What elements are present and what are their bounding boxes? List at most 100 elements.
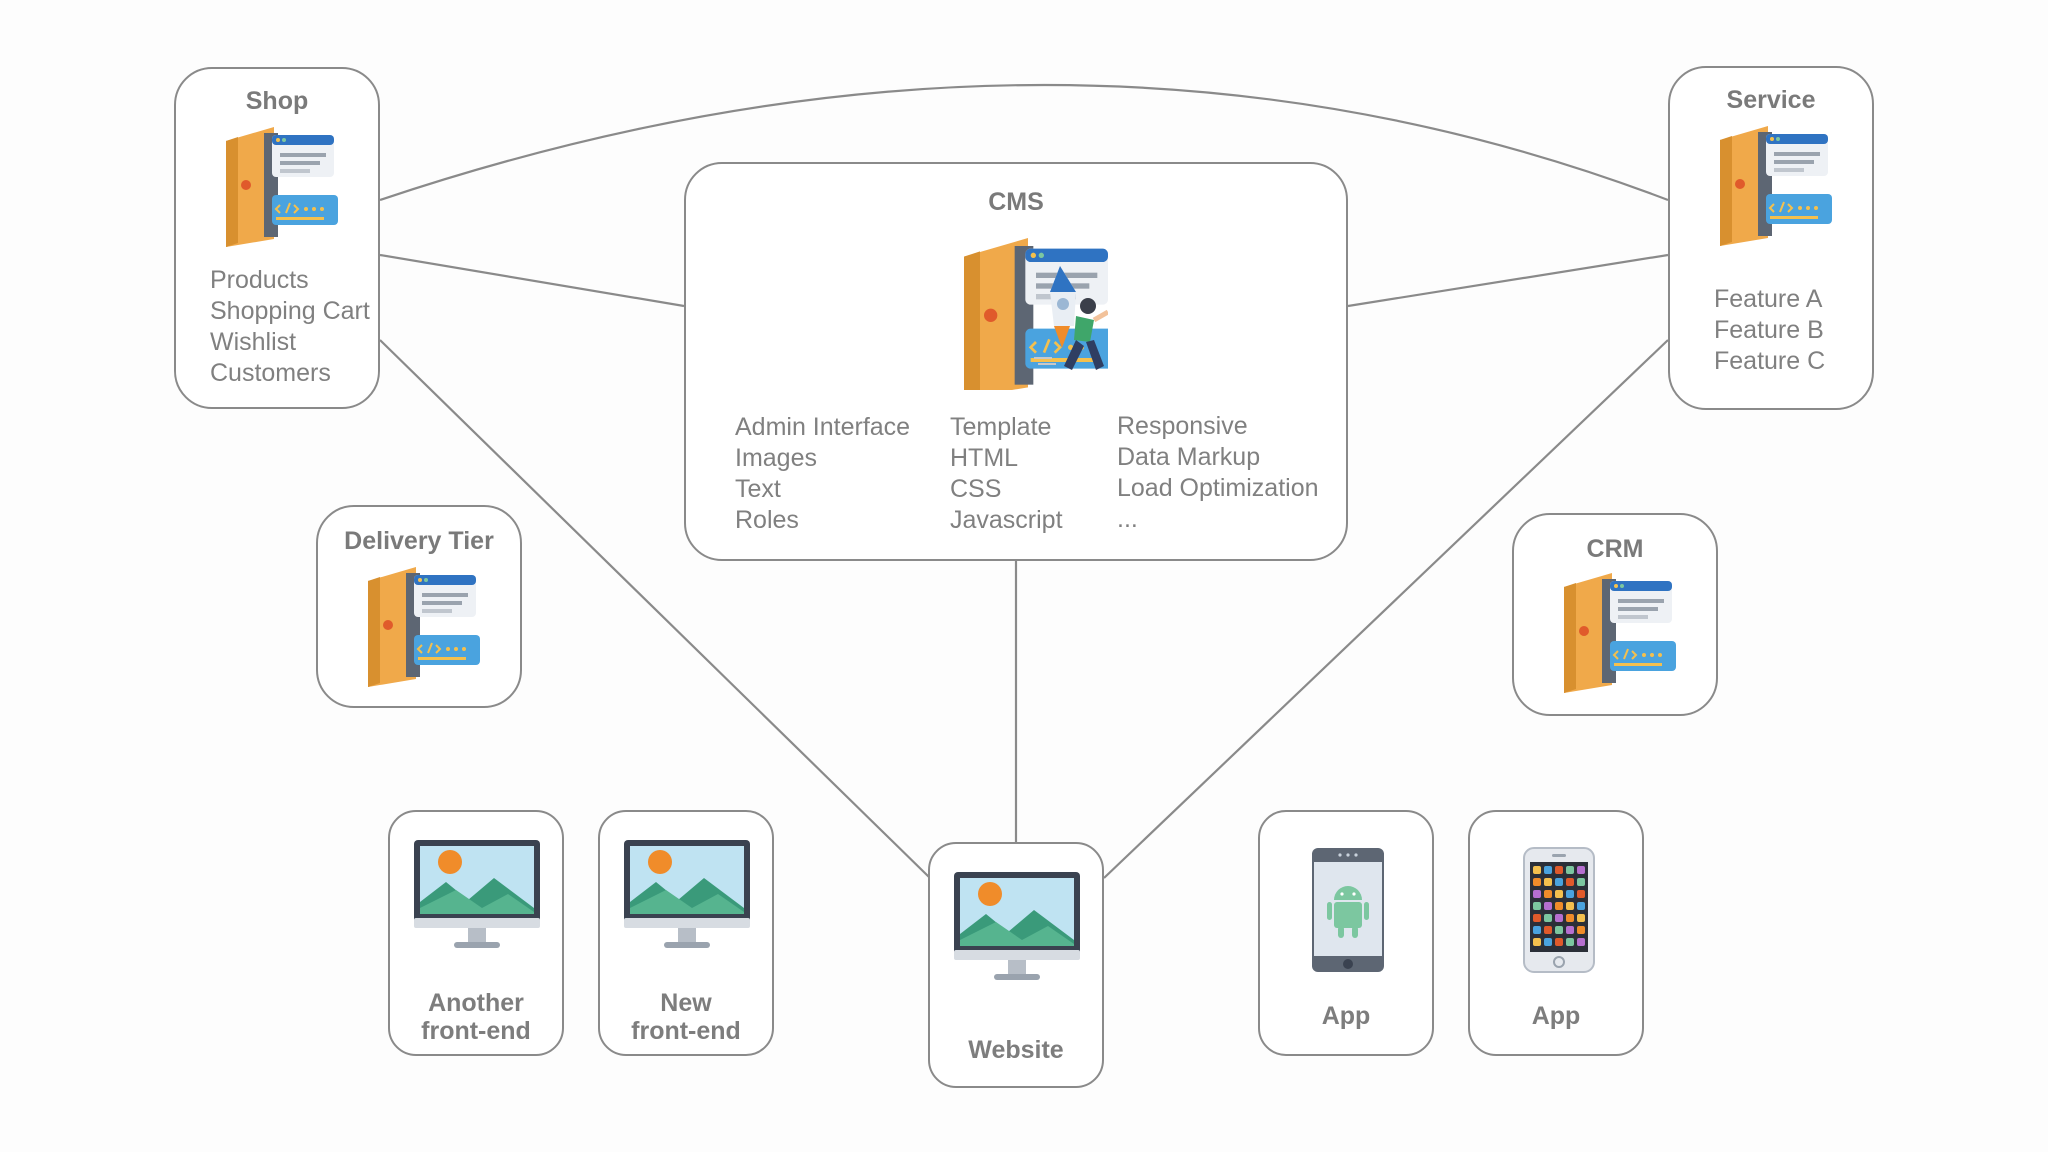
delivery-tier-title: Delivery Tier [344,527,494,555]
app-tile [1555,914,1563,922]
app-tile [1577,890,1585,898]
list-item: Products [210,266,309,294]
connector-cms-service [1347,253,1669,308]
app-tile [1533,926,1541,934]
list-item: Load Optimization [1117,474,1319,502]
shop-title: Shop [245,87,309,115]
list-item: Admin Interface [735,413,911,441]
monitor-landscape-icon [952,870,1082,990]
android-app-label: App [1321,1002,1371,1030]
list-item: Template [950,413,1052,441]
app-tile [1555,890,1563,898]
app-tile [1544,866,1552,874]
list-item: ... [1117,505,1138,533]
monitor-landscape-icon [622,838,752,958]
list-item: Wishlist [210,328,297,356]
connector-shop-service [379,83,1669,202]
app-tile [1533,890,1541,898]
app-tile [1544,926,1552,934]
app-tile [1566,938,1574,946]
android-phone-icon [1312,848,1384,972]
list-item: Images [735,444,817,472]
app-tile [1577,866,1585,874]
new-frontend-label: New front-end [600,989,772,1045]
ios-app-label: App [1531,1002,1581,1030]
connector-shop-website [379,339,931,879]
shop-item-list: Products Shopping Cart Wishlist Customer… [210,265,370,389]
app-tile [1577,938,1585,946]
app-tile [1555,866,1563,874]
app-tile [1544,902,1552,910]
website-label: Website [968,1036,1064,1064]
person-icon [1064,298,1108,370]
list-item: Data Markup [1117,443,1261,471]
connector-shop-cms [379,253,685,308]
app-tile [1533,866,1541,874]
app-tile [1533,878,1541,886]
list-item: HTML [950,444,1019,472]
crm-box[interactable]: CRM [1512,513,1718,716]
rocket-icon [1050,266,1076,348]
cms-column-1: Admin Interface Images Text Roles [735,412,910,536]
delivery-tier-box[interactable]: Delivery Tier [316,505,522,708]
website-box[interactable]: Website [928,842,1104,1088]
app-tile [1566,902,1574,910]
list-item: Feature C [1714,347,1826,375]
list-item: Javascript [950,506,1063,534]
app-tile [1544,890,1552,898]
crm-title: CRM [1586,535,1644,563]
app-tile [1577,902,1585,910]
app-tile [1544,878,1552,886]
app-tile [1555,938,1563,946]
cms-box[interactable]: CMS Admin Interface Images Text Roles Te… [684,162,1348,561]
app-tile [1544,914,1552,922]
web-door-icon [1558,573,1678,693]
label-line: New [660,989,712,1017]
app-tile [1566,926,1574,934]
label-line: Another [428,989,524,1017]
iphone-apps-icon [1523,847,1595,973]
app-tile [1533,914,1541,922]
ios-app-box[interactable]: App [1468,810,1644,1056]
list-item: Shopping Cart [210,297,370,325]
new-frontend-box[interactable]: New front-end [598,810,774,1056]
web-door-icon [362,567,482,687]
app-tile [1533,902,1541,910]
another-frontend-label: Another front-end [390,989,562,1045]
app-tile [1533,938,1541,946]
app-tile [1577,914,1585,922]
list-item: CSS [950,475,1002,503]
list-item: Roles [735,506,799,534]
label-line: front-end [631,1017,741,1045]
list-item: Feature B [1714,316,1824,344]
web-door-icon [220,127,340,247]
app-tile [1566,866,1574,874]
service-box[interactable]: Service Feature A Feature B Feature C [1668,66,1874,410]
app-tile [1566,890,1574,898]
service-item-list: Feature A Feature B Feature C [1714,284,1825,377]
connector-service-website [1103,339,1669,879]
list-item: Text [735,475,781,503]
app-tile [1555,926,1563,934]
cms-title: CMS [988,188,1044,216]
app-tile [1577,926,1585,934]
app-tile [1566,914,1574,922]
label-line: front-end [421,1017,531,1045]
app-tile [1555,878,1563,886]
shop-box[interactable]: Shop Products Shopping Cart Wishlist Cus… [174,67,380,409]
list-item: Customers [210,359,331,387]
cms-column-3: Responsive Data Markup Load Optimization… [1117,411,1319,535]
app-tile [1544,938,1552,946]
cms-column-2: Template HTML CSS Javascript [950,412,1063,536]
web-door-rocket-person-icon [948,230,1108,390]
service-title: Service [1726,86,1816,114]
another-frontend-box[interactable]: Another front-end [388,810,564,1056]
app-tile [1555,902,1563,910]
monitor-landscape-icon [412,838,542,958]
web-door-icon [1714,126,1834,246]
list-item: Responsive [1117,412,1248,440]
android-app-box[interactable]: App [1258,810,1434,1056]
list-item: Feature A [1714,285,1823,313]
app-tile [1577,878,1585,886]
